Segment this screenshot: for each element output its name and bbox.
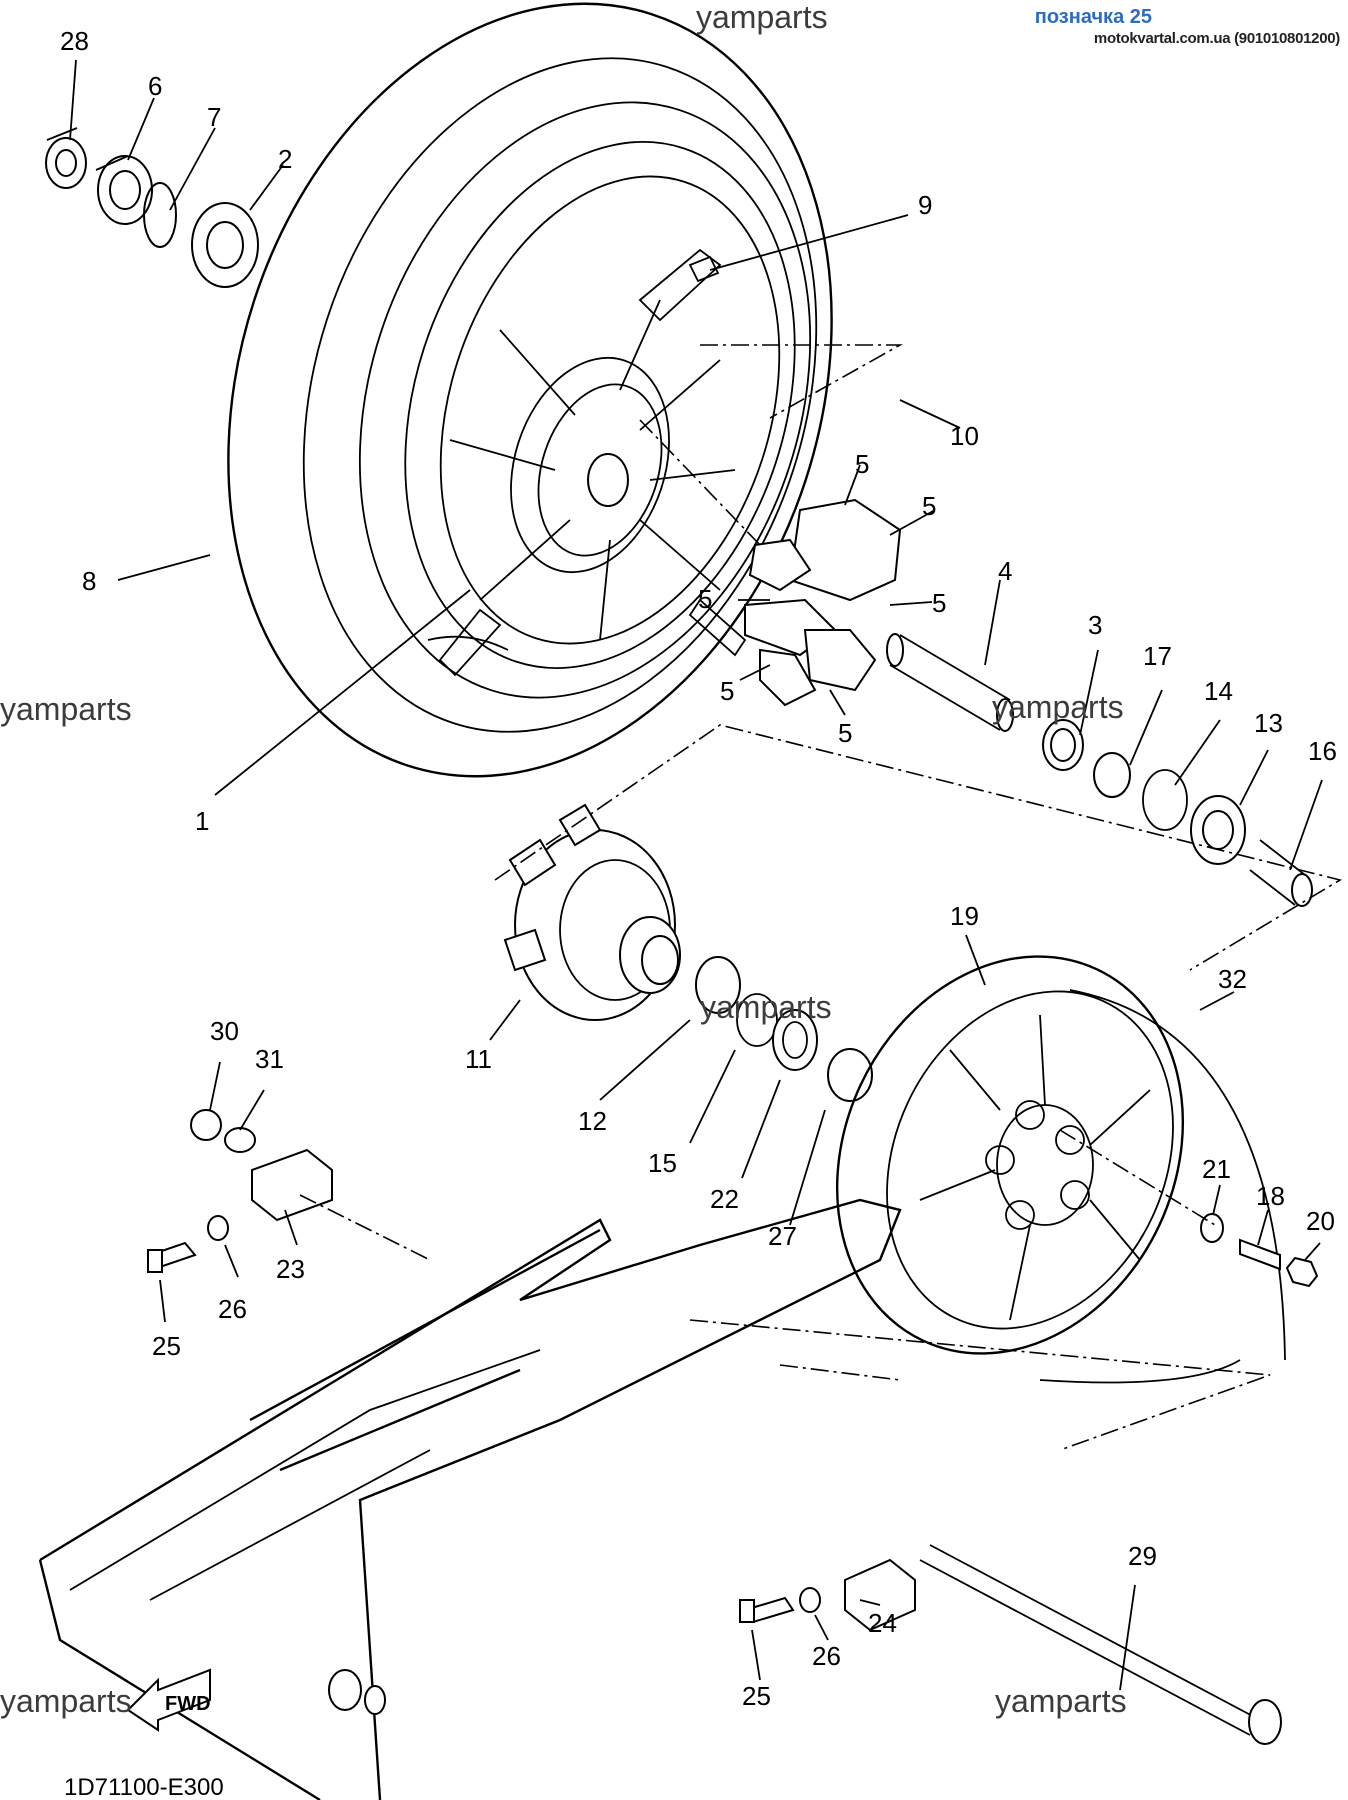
callout-1: 1 — [195, 806, 209, 836]
swingarm — [38, 1198, 902, 1800]
diagram-code: 1D71100-E300 — [64, 1774, 224, 1800]
callout-13: 13 — [1254, 708, 1283, 738]
callout-5a: 5 — [855, 449, 869, 479]
callout-17: 17 — [1143, 641, 1172, 671]
clutch-hub — [503, 803, 873, 1102]
callout-labels: 28 6 7 2 9 10 8 5 5 5 5 5 5 4 3 17 14 13… — [60, 26, 1337, 1711]
watermark-bottom-right: yamparts — [995, 1683, 1127, 1719]
callout-22: 22 — [710, 1184, 739, 1214]
axle-spacers — [886, 633, 1313, 907]
callout-3: 3 — [1088, 610, 1102, 640]
callout-25a: 25 — [152, 1331, 181, 1361]
callout-4: 4 — [998, 556, 1012, 586]
callout-18: 18 — [1256, 1181, 1285, 1211]
callout-2: 2 — [278, 144, 292, 174]
callout-32: 32 — [1218, 964, 1247, 994]
callout-7: 7 — [207, 102, 221, 132]
callout-21: 21 — [1202, 1154, 1231, 1184]
assembly-lines — [299, 344, 1343, 1451]
rear-wheel — [227, 2, 833, 778]
watermark-right: yamparts — [992, 689, 1124, 725]
callout-5f: 5 — [838, 718, 852, 748]
callout-8: 8 — [82, 566, 96, 596]
callout-30: 30 — [210, 1016, 239, 1046]
damper-rubbers — [744, 498, 902, 707]
callout-15: 15 — [648, 1148, 677, 1178]
rear-axle — [919, 1544, 1282, 1745]
callout-29: 29 — [1128, 1541, 1157, 1571]
callout-20: 20 — [1306, 1206, 1335, 1236]
callout-31: 31 — [255, 1044, 284, 1074]
watermark-bottom-left: yamparts — [0, 1683, 132, 1719]
callout-25b: 25 — [742, 1681, 771, 1711]
callout-11: 11 — [465, 1044, 492, 1074]
callout-26a: 26 — [218, 1294, 247, 1324]
leader-lines — [69, 59, 1323, 1691]
callout-5c: 5 — [698, 584, 712, 614]
watermarks: yamparts yamparts yamparts yamparts yamp… — [0, 0, 1127, 1719]
callout-16: 16 — [1308, 736, 1337, 766]
callout-9: 9 — [918, 190, 932, 220]
callout-27: 27 — [768, 1221, 797, 1251]
fwd-label: FWD — [165, 1693, 211, 1715]
rear-pulley — [835, 955, 1286, 1384]
callout-6: 6 — [148, 71, 162, 101]
pulley-bolts — [1200, 1213, 1319, 1288]
callout-5e: 5 — [720, 676, 734, 706]
chain-adjusters — [147, 1109, 916, 1632]
fwd-arrow: FWD — [126, 1668, 211, 1732]
watermark-left: yamparts — [0, 691, 132, 727]
header-subtitle: motokvartal.com.ua (901010801200) — [1093, 30, 1340, 47]
callout-19: 19 — [950, 901, 979, 931]
callout-5b: 5 — [922, 491, 936, 521]
header-title: позначка 25 — [1034, 6, 1152, 28]
callout-14: 14 — [1204, 676, 1233, 706]
callout-28: 28 — [60, 26, 89, 56]
callout-26b: 26 — [812, 1641, 841, 1671]
left-bearing-stack — [45, 127, 259, 288]
callout-12: 12 — [578, 1106, 607, 1136]
watermark-top: yamparts — [696, 0, 828, 35]
watermark-center: yamparts — [700, 989, 832, 1025]
callout-23: 23 — [276, 1254, 305, 1284]
callout-24: 24 — [868, 1608, 897, 1638]
callout-10: 10 — [950, 421, 979, 451]
callout-5d: 5 — [932, 588, 946, 618]
